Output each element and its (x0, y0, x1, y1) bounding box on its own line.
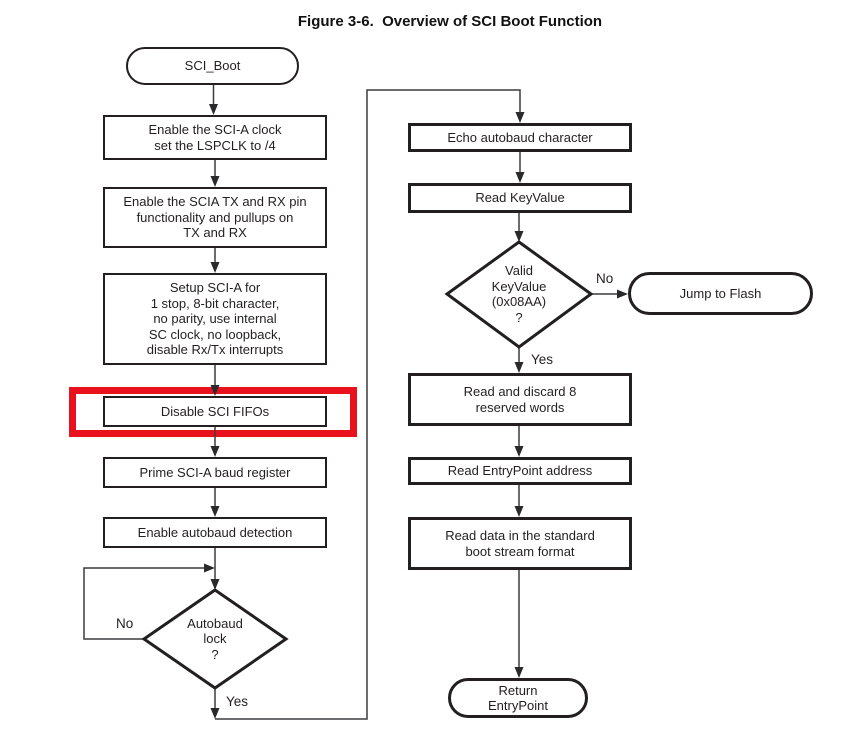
edge-discard-to-entrypoint (514, 426, 524, 457)
node-enable-autobaud-label: Enable autobaud detection (137, 524, 293, 540)
node-return-entrypoint-label: Return EntryPoint (488, 682, 548, 714)
figure-title: Figure 3-6. Overview of SCI Boot Functio… (297, 13, 603, 30)
valid-keyvalue-text: Valid KeyValue (0x08AA) ? (491, 263, 547, 325)
node-read-entrypoint-label: Read EntryPoint address (447, 463, 593, 479)
edge-readdata-to-return (514, 570, 524, 678)
edge-label-keyvalue-yes: Yes (531, 352, 554, 367)
decision-valid-keyvalue (444, 240, 594, 349)
autobaud-lock-text: Autobaud lock ? (187, 615, 243, 662)
edge-lock-no-loop (83, 563, 215, 640)
edge-lock-yes-path (210, 89, 525, 720)
decision-autobaud-lock (141, 588, 289, 690)
edge-valid-no-to-flash (591, 289, 628, 299)
edge-label-autobaud-yes: Yes (226, 694, 249, 709)
node-disable-fifos: Disable SCI FIFOs (103, 396, 327, 427)
edge-keyvalue-to-valid (514, 213, 524, 242)
edge-pins-to-setup (210, 248, 220, 273)
edge-label-autobaud-no: No (116, 616, 134, 631)
node-sci-boot-label: SCI_Boot (184, 58, 241, 74)
node-autobaud-lock-label: Autobaud lock ? (160, 611, 270, 667)
edge-echo-to-keyvalue (515, 152, 525, 183)
edge-autobaud-to-lock (210, 548, 220, 590)
node-prime-baud: Prime SCI-A baud register (103, 457, 327, 488)
node-setup-scia-label: Setup SCI-A for 1 stop, 8-bit character,… (146, 280, 284, 358)
node-enable-clock-label: Enable the SCI-A clock set the LSPCLK to… (148, 122, 282, 153)
node-read-entrypoint: Read EntryPoint address (408, 457, 632, 485)
node-prime-baud-label: Prime SCI-A baud register (139, 464, 291, 480)
node-read-keyvalue-label: Read KeyValue (475, 190, 565, 206)
node-jump-to-flash: Jump to Flash (628, 272, 813, 315)
node-jump-to-flash-label: Jump to Flash (679, 285, 762, 301)
node-enable-clock: Enable the SCI-A clock set the LSPCLK to… (103, 115, 327, 160)
edge-prime-to-autobaud (210, 488, 220, 517)
node-read-discard-label: Read and discard 8 reserved words (463, 384, 577, 415)
node-read-data: Read data in the standard boot stream fo… (408, 517, 632, 570)
node-echo-autobaud-label: Echo autobaud character (447, 129, 593, 145)
node-echo-autobaud: Echo autobaud character (408, 123, 632, 152)
node-read-data-label: Read data in the standard boot stream fo… (445, 528, 595, 559)
edge-clock-to-pins (210, 160, 220, 187)
node-enable-autobaud: Enable autobaud detection (103, 517, 327, 548)
edge-entrypoint-to-readdata (514, 485, 524, 517)
edge-sciboot-to-clock (209, 85, 218, 115)
edge-valid-yes-to-discard (514, 347, 524, 373)
node-sci-boot: SCI_Boot (126, 47, 299, 85)
node-enable-pins: Enable the SCIA TX and RX pin functional… (103, 187, 327, 248)
edge-fifos-to-prime (210, 427, 220, 457)
node-disable-fifos-label: Disable SCI FIFOs (160, 403, 270, 419)
node-enable-pins-label: Enable the SCIA TX and RX pin functional… (123, 194, 307, 241)
node-read-keyvalue: Read KeyValue (408, 183, 632, 213)
edge-setup-to-fifos (210, 365, 220, 396)
node-return-entrypoint: Return EntryPoint (448, 678, 588, 718)
edge-label-keyvalue-no: No (596, 271, 614, 286)
node-valid-keyvalue-label: Valid KeyValue (0x08AA) ? (459, 261, 579, 327)
node-setup-scia: Setup SCI-A for 1 stop, 8-bit character,… (103, 273, 327, 365)
node-read-discard: Read and discard 8 reserved words (408, 373, 632, 426)
